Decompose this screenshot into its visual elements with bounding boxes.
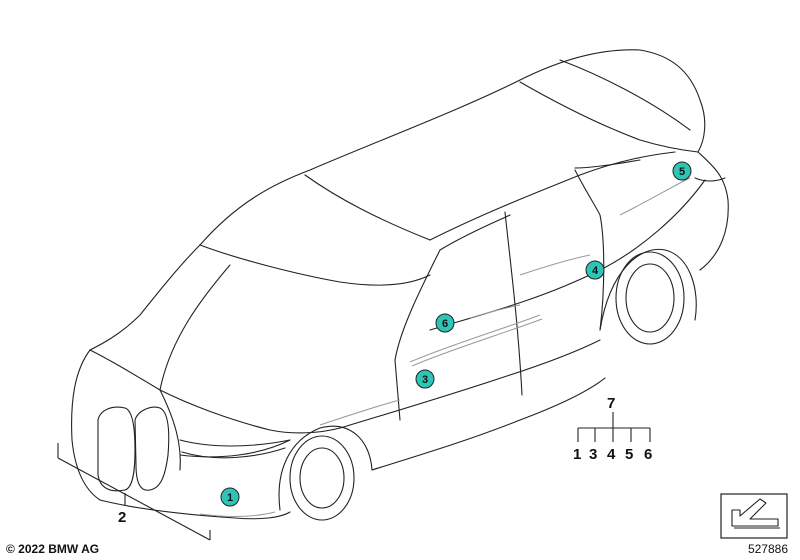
part2-label: 2 <box>118 509 126 526</box>
arrow-icon[interactable] <box>720 493 788 539</box>
callout-1[interactable]: 1 <box>220 487 240 507</box>
callout-4-label: 4 <box>592 265 599 277</box>
part2-bracket <box>57 443 211 541</box>
callout-6[interactable]: 6 <box>435 313 455 333</box>
callout-5-label: 5 <box>679 166 685 178</box>
set7-item-5: 5 <box>625 446 633 463</box>
callout-3[interactable]: 3 <box>415 369 435 389</box>
copyright-text: © 2022 BMW AG <box>6 542 100 556</box>
diagram-id: 527886 <box>747 542 788 556</box>
set7-title: 7 <box>607 395 615 412</box>
set7-item-4: 4 <box>607 446 616 463</box>
set7-item-3: 3 <box>589 446 597 463</box>
callout-3-label: 3 <box>422 374 428 386</box>
callout-6-label: 6 <box>442 318 448 330</box>
callout-4[interactable]: 4 <box>585 260 605 280</box>
trim-strips <box>199 177 691 517</box>
set7-bracket <box>577 412 651 442</box>
set7-item-6: 6 <box>644 446 652 463</box>
car-outline <box>71 49 729 521</box>
callout-5[interactable]: 5 <box>672 161 692 181</box>
set7-item-1: 1 <box>573 446 581 463</box>
callout-1-label: 1 <box>227 492 233 504</box>
